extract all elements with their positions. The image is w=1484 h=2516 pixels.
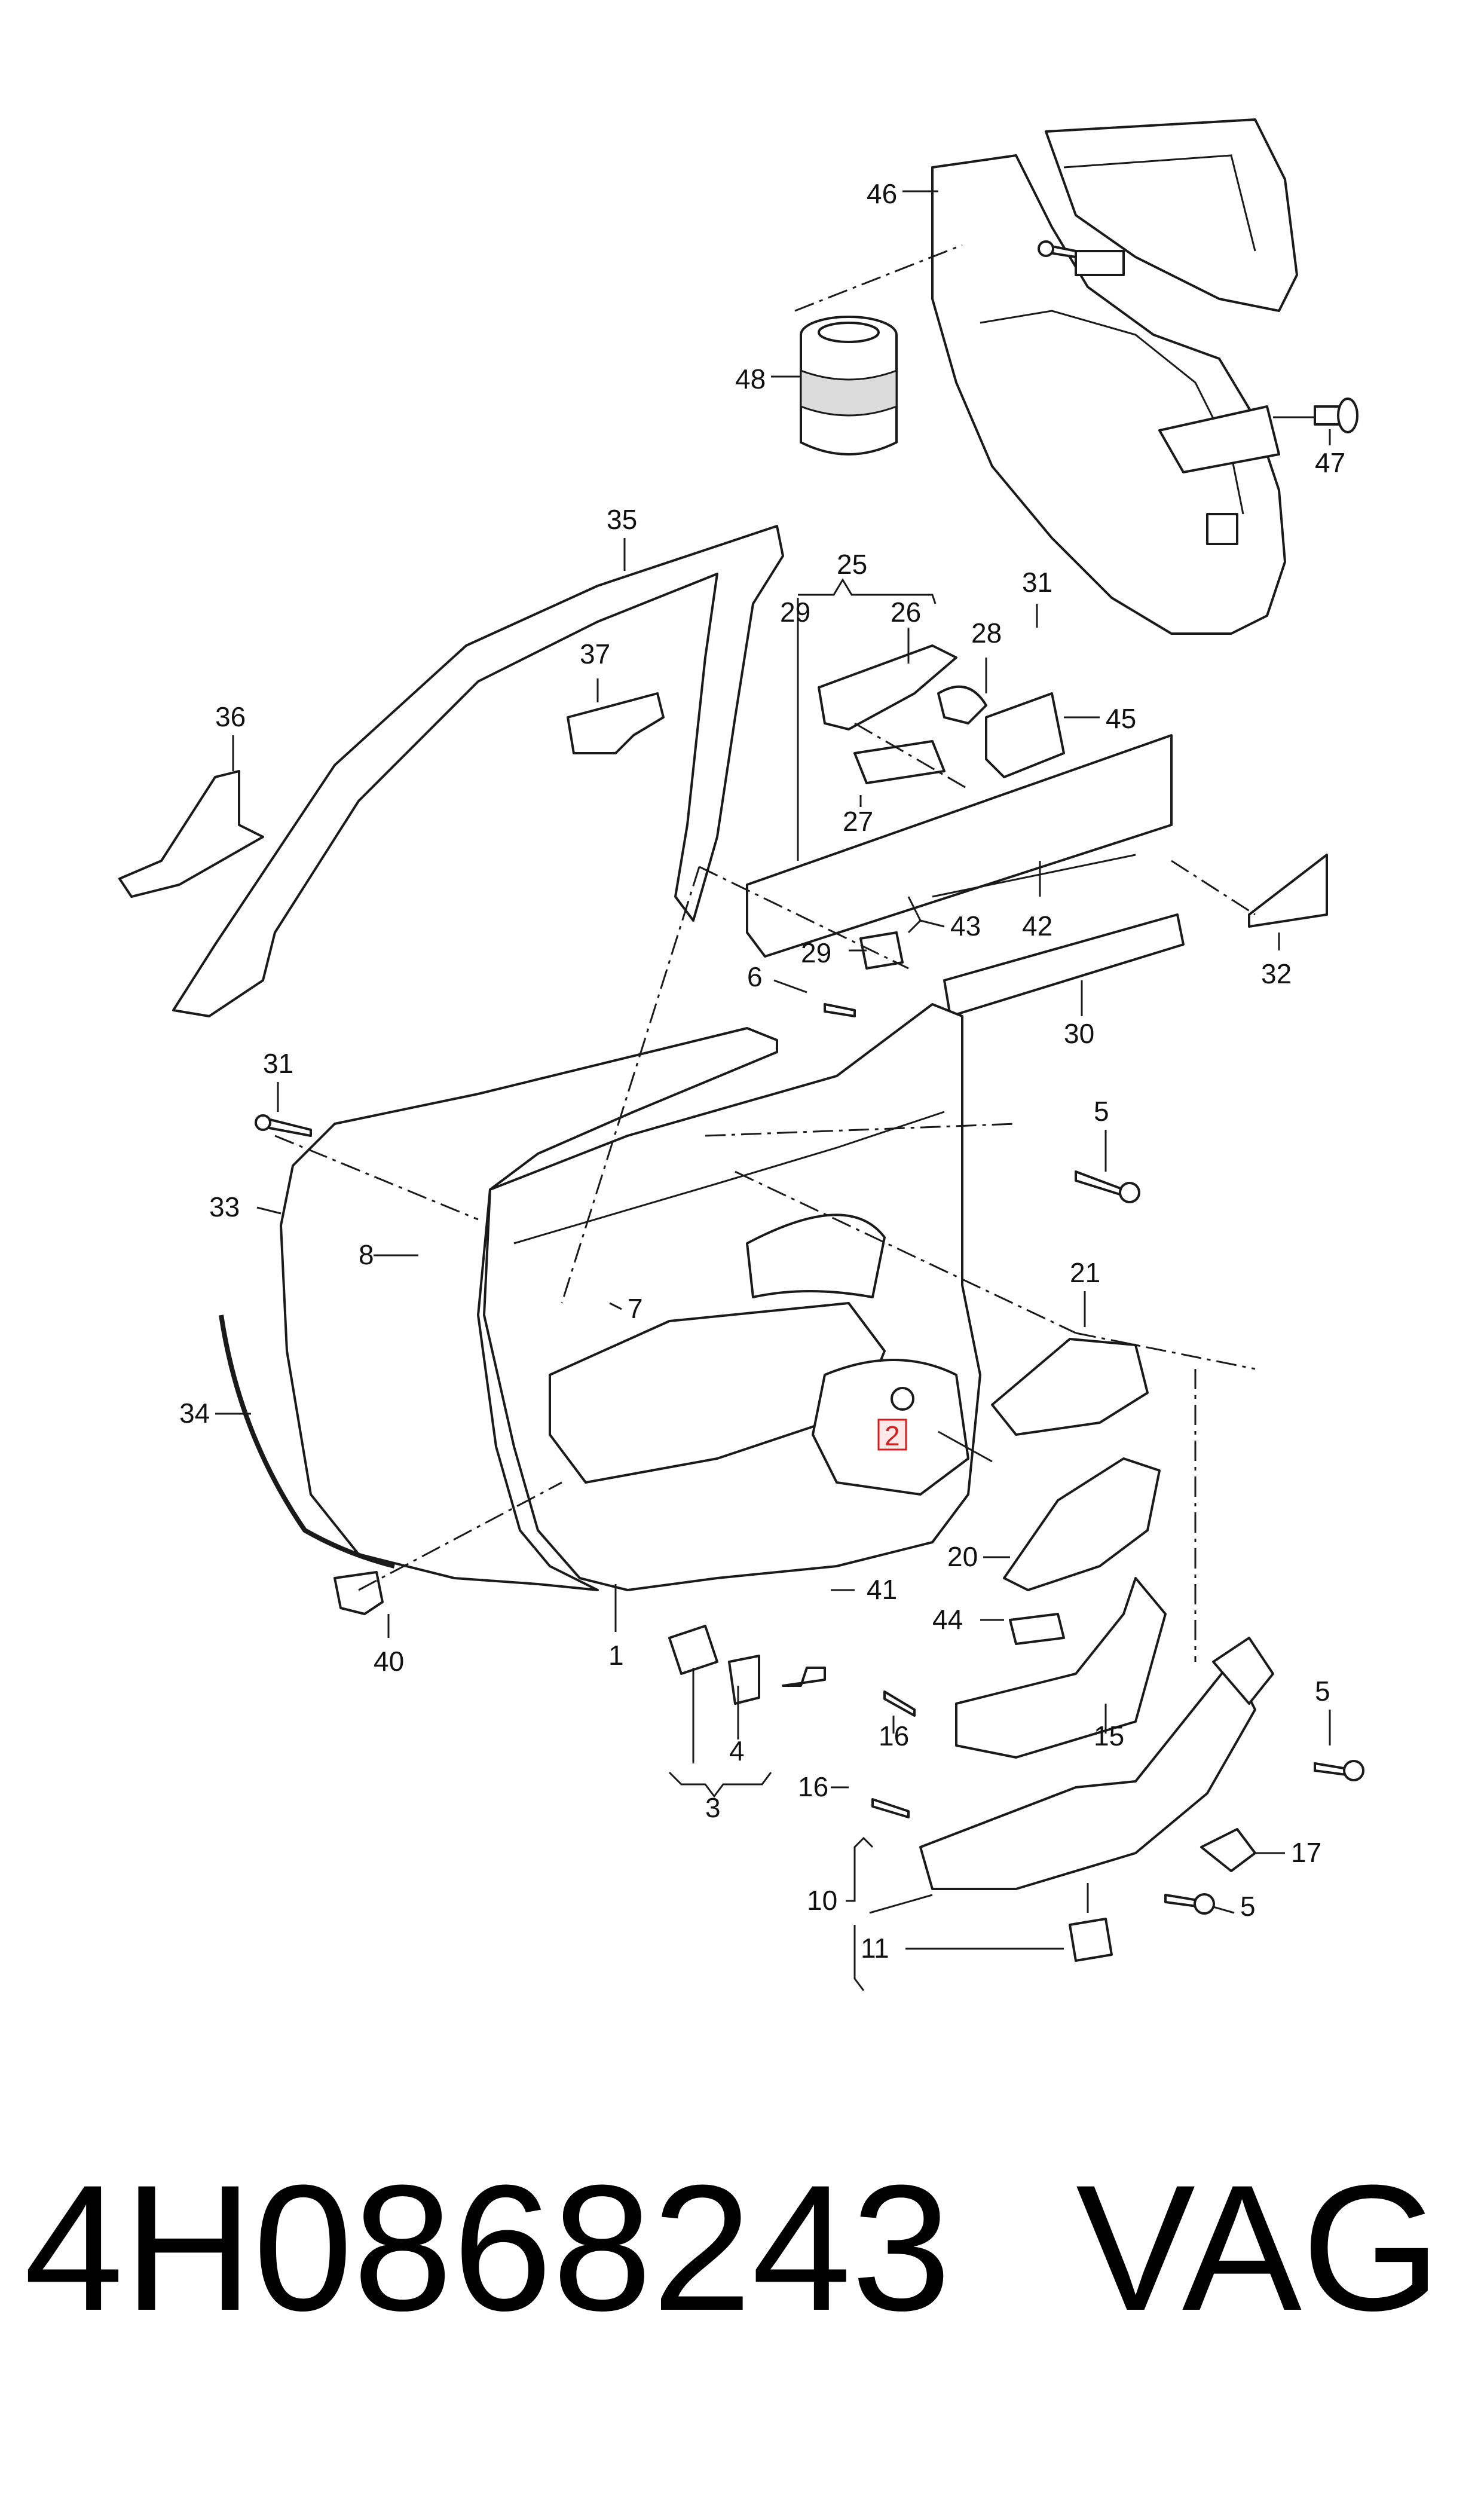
cylinder-48: [800, 316, 898, 455]
callout-31-upper: 31: [1022, 567, 1052, 598]
callout-16-upper: 16: [879, 1720, 909, 1751]
callout-29-lower: 29: [801, 937, 831, 968]
callout-20: 20: [947, 1541, 978, 1572]
callout-29-upper: 29: [780, 597, 810, 628]
callout-1: 1: [608, 1640, 624, 1671]
seal-strip-34: [219, 1314, 395, 1569]
assembly-lines: [274, 244, 1256, 1662]
callout-37: 37: [580, 638, 610, 669]
callout-28: 28: [971, 617, 1002, 649]
leader-lines: [215, 190, 1331, 1991]
callout-32: 32: [1261, 958, 1292, 989]
exploded-parts-diagram: 46 48 47 35 25 29 26 31 28 37 36 45 27 4…: [118, 118, 1364, 1991]
callout-2: 2: [885, 1420, 900, 1451]
window-trim-35: [172, 525, 784, 1017]
callout-7: 7: [628, 1293, 643, 1324]
callout-4: 4: [729, 1735, 745, 1766]
callout-34: 34: [179, 1398, 210, 1429]
callout-48: 48: [735, 363, 766, 395]
callout-2-highlight-box: [877, 1419, 907, 1451]
part-number: 4H0868243: [24, 2147, 951, 2348]
switch-bracket-15-44: [955, 1577, 1167, 1759]
callouts: 46 48 47 35 25 29 26 31 28 37 36 45 27 4…: [179, 178, 1345, 1964]
callout-47: 47: [1315, 447, 1345, 478]
callout-35: 35: [607, 504, 637, 535]
corner-piece-36: [118, 770, 264, 898]
callout-30: 30: [1064, 1018, 1094, 1049]
callout-36: 36: [215, 701, 246, 732]
callout-31-lower: 31: [263, 1048, 293, 1079]
callout-41: 41: [867, 1574, 897, 1605]
callout-11: 11: [861, 1933, 889, 1964]
callout-21: 21: [1070, 1257, 1100, 1288]
callout-15: 15: [1094, 1720, 1124, 1751]
callout-44: 44: [932, 1604, 963, 1635]
callout-10: 10: [807, 1885, 837, 1916]
callout-42: 42: [1022, 910, 1052, 941]
callout-33: 33: [209, 1191, 240, 1222]
armrest-10: [919, 1637, 1274, 1890]
callout-46: 46: [867, 178, 897, 209]
callout-17: 17: [1291, 1837, 1321, 1868]
switch-parts: [818, 644, 1065, 784]
callout-26: 26: [891, 597, 921, 628]
footer: 4H0868243 VAG: [0, 2128, 1484, 2367]
clip-37: [567, 692, 665, 754]
upper-panel-parts: [746, 734, 1328, 1017]
callout-5-upper: 5: [1094, 1096, 1109, 1127]
clip-assembly-3-4: [668, 1625, 760, 1705]
brand-label: VAG: [1076, 2147, 1442, 2348]
callout-6: 6: [747, 961, 763, 992]
callout-25: 25: [837, 549, 867, 580]
part-drawings: [118, 118, 1364, 1962]
callout-5-middle: 5: [1315, 1676, 1330, 1707]
callout-40: 40: [374, 1646, 404, 1677]
screws: [255, 240, 1364, 1915]
clip-40: [333, 1571, 384, 1615]
small-parts-11-17: [1069, 1828, 1256, 1962]
trim-pieces-20-21: [991, 1338, 1161, 1591]
callout-27: 27: [843, 806, 873, 837]
callout-3: 3: [705, 1792, 721, 1823]
callout-43: 43: [950, 910, 981, 941]
door-panel-33: [280, 1027, 778, 1591]
callout-16-lower: 16: [798, 1771, 828, 1802]
callout-45: 45: [1106, 703, 1136, 734]
callout-5-lower: 5: [1240, 1891, 1256, 1922]
callout-8: 8: [359, 1239, 374, 1270]
door-trim-46: [931, 118, 1298, 635]
screw-47: [1273, 398, 1358, 433]
